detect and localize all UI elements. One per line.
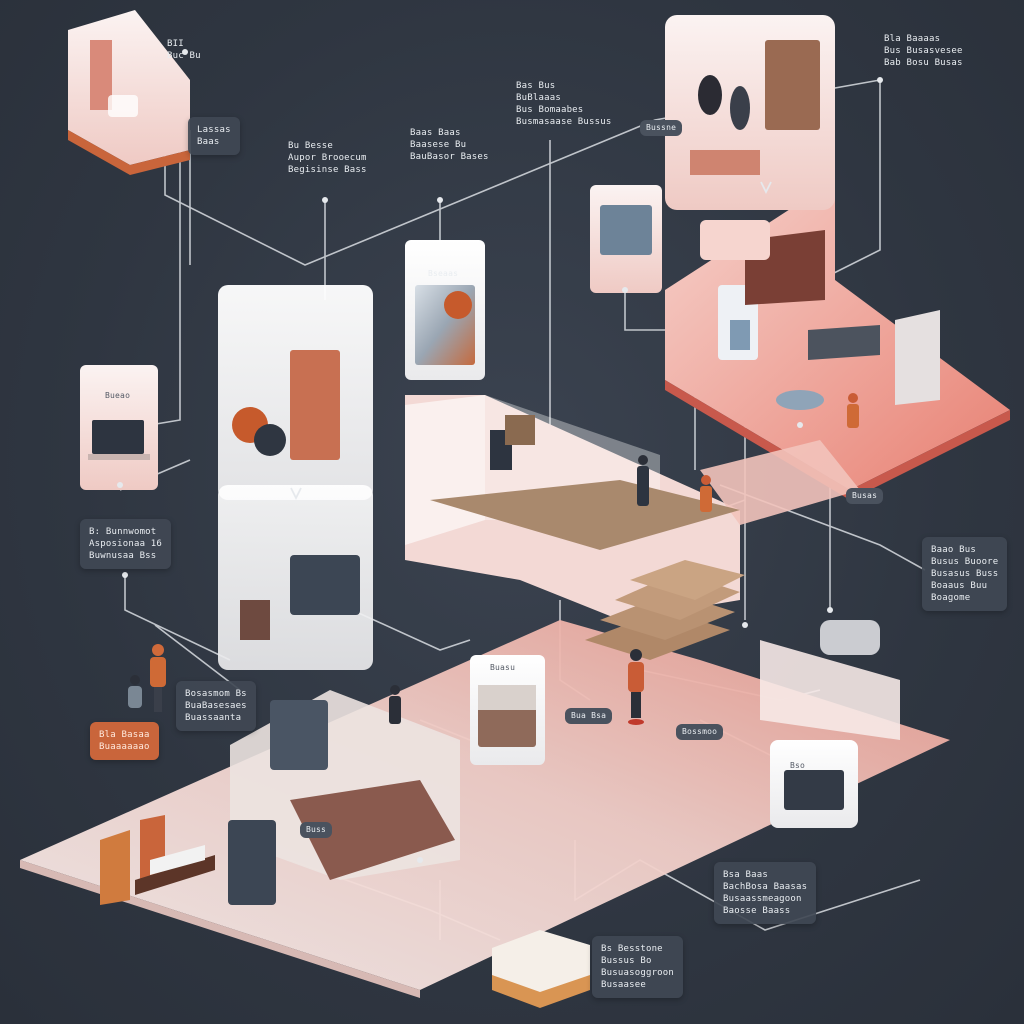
people: [128, 393, 859, 725]
arrows: [290, 181, 772, 501]
panels: [68, 10, 940, 1008]
label-top-right: Bla Baaaas Bus Busasvesee Bab Bosu Busas: [884, 34, 963, 68]
label-small-1: Bseaas: [428, 269, 459, 278]
label-small-2: Bueao: [105, 391, 131, 400]
label-right-mid: Baao Bus Busus Buoore Busasus Buss Boaau…: [922, 537, 1008, 611]
person-stairs: [628, 649, 644, 725]
person-left: [128, 644, 166, 712]
label-top-left-title: BII Buc Bu: [167, 39, 201, 61]
person-center: [637, 455, 712, 512]
label-small-8: Bso: [790, 761, 806, 770]
label-upper-mid: Baas Baas Baasese Bu BauBasor Bases: [410, 128, 489, 162]
stairs: [585, 560, 745, 660]
label-left-orange: Bla Basaa Buaaaaaao: [90, 722, 159, 760]
label-bottom-right: Bsa Baas BachBosa Baasas Busaassmeagoon …: [714, 862, 817, 924]
person-right-room: [389, 393, 859, 724]
label-small-9: Buasu: [490, 663, 516, 672]
connector-nodes: [117, 49, 883, 863]
label-left-dark: Bosasmom Bs BuaBasesaes Buassaanta: [176, 681, 256, 731]
label-small-5: Bossmoo: [676, 724, 724, 740]
label-top-left-box: Lassas Baas: [188, 117, 240, 155]
label-small-4: Busas: [846, 488, 884, 504]
label-small-6: Bua Bsa: [565, 708, 613, 724]
label-top-center: Bas Bus BuBlaaas Bus Bomaabes Busmasaase…: [516, 81, 612, 127]
label-left-mid: B: Bunnwomot Asposionaa 16 Buwnusaa Bss: [80, 519, 172, 569]
label-bottom-center: Bs Besstone Bussus Bo Busuasoggroon Busa…: [592, 936, 684, 998]
label-small-3: Bussne: [640, 120, 683, 136]
label-small-7: Buss: [300, 822, 333, 838]
label-upper-mid-left: Bu Besse Aupor Brooecum Begisinse Bass: [288, 141, 367, 175]
